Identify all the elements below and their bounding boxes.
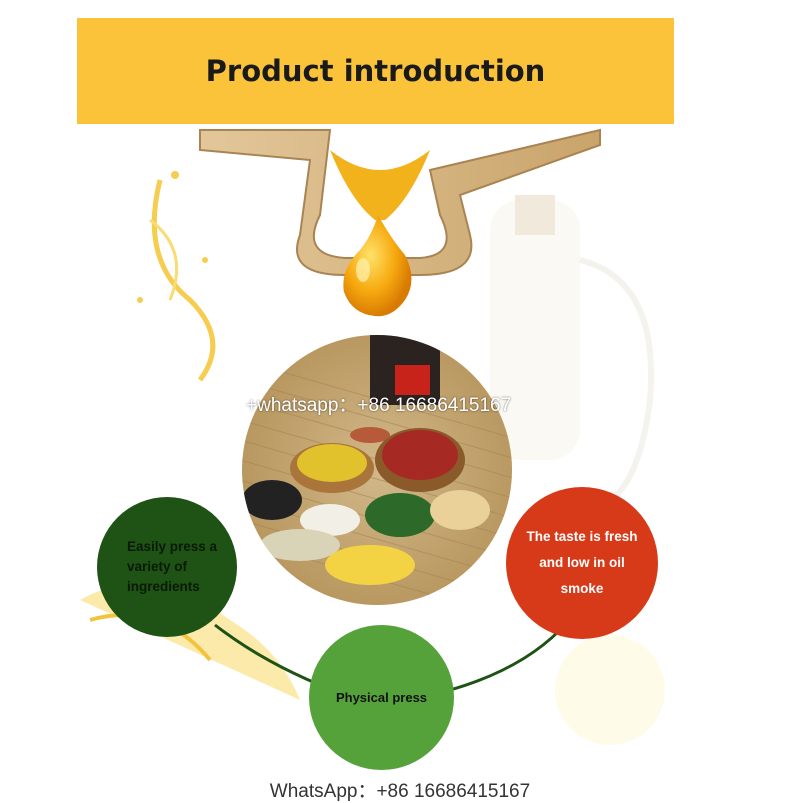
oil-bottle-background: [490, 195, 665, 745]
feature-taste-label: The taste is fresh and low in oil smoke: [526, 529, 638, 596]
feature-circle-variety: Easily press a variety of ingredients: [97, 497, 237, 637]
footer-contact: WhatsApp：+86 16686415167: [269, 781, 531, 802]
feature-circle-physical-press: Physical press: [309, 625, 454, 770]
ingredients-photo: [242, 335, 512, 605]
connector-arc: [214, 623, 321, 687]
banner-title: Product introduction: [205, 54, 546, 88]
watermark-text: +whatsapp：+86 16686415167: [246, 395, 512, 416]
connector-arc-right: [449, 628, 562, 692]
feature-variety-label: Easily press a variety of ingredients: [126, 539, 218, 594]
oil-drop: [330, 150, 430, 317]
feature-physical-press-label: Physical press: [335, 689, 428, 705]
press-spout: [199, 128, 601, 276]
header-banner: Product introduction: [77, 18, 674, 124]
feature-circle-taste: The taste is fresh and low in oil smoke: [506, 487, 658, 639]
